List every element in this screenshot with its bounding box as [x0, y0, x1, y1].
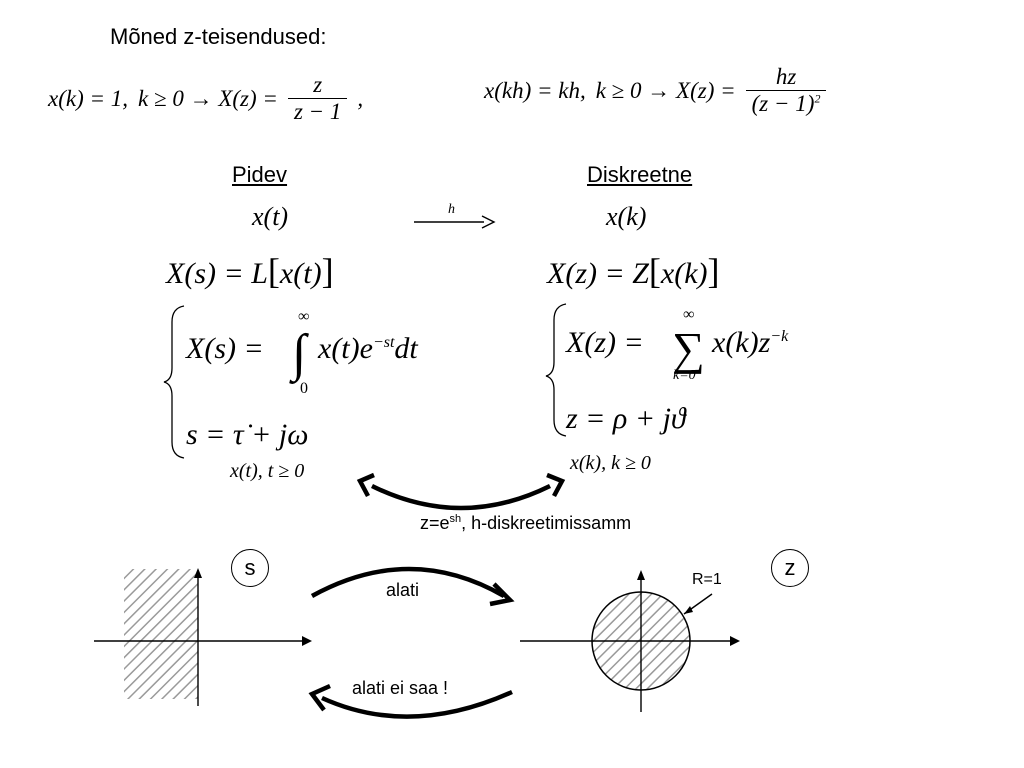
page-title: Mõned z-teisendused: [110, 24, 327, 49]
backward-arrow [308, 683, 513, 719]
mapping-relation-exp: sh [449, 513, 462, 525]
formula-unit-step-trail: , [357, 85, 364, 111]
continuous-transform-op: X(s) = L [166, 257, 268, 290]
sampling-arrow [414, 215, 496, 229]
z-plane-diagram [520, 570, 740, 712]
z-plane-label: z [784, 555, 796, 580]
discrete-transform: X(z) = Z[x(k)] [547, 251, 720, 291]
discrete-summand: x(k)z [712, 326, 771, 359]
continuous-integrand: x(t)e [318, 332, 373, 365]
discrete-sum-upper: ∞ [683, 306, 695, 323]
formula-unit-step-num: z [313, 72, 323, 97]
mapping-relation: z=esh, h-diskreetimissamm [420, 513, 631, 534]
continuous-integral-upper: ∞ [298, 308, 310, 325]
discrete-transform-op: X(z) = Z [547, 257, 649, 290]
formula-unit-step: x(k) = 1, k ≥ 0 → X(z) = z z − 1 , [48, 72, 363, 125]
s-plane-diagram [94, 568, 312, 706]
s-plane-badge: s [231, 549, 269, 587]
continuous-heading: Pidev [232, 162, 288, 187]
discrete-sum-lhs: X(z) = [566, 326, 644, 359]
integral-sign: ∫ [289, 325, 309, 384]
discrete-signal: x(k) [606, 202, 647, 231]
continuous-integrand-exp: −st [372, 334, 395, 351]
discrete-var-def: z = ρ + jϑ [566, 402, 686, 435]
continuous-brace [163, 305, 185, 459]
mapping-double-arrow [356, 472, 566, 511]
mapping-relation-rest: , h-diskreetimissamm [461, 513, 632, 533]
discrete-brace [545, 303, 567, 437]
continuous-integral-lower: 0 [300, 380, 308, 397]
formula-ramp-fraction: hz (z − 1)2 [745, 64, 827, 117]
radius-label: R=1 [692, 571, 722, 588]
continuous-integral-lhs: X(s) = [186, 332, 264, 365]
formula-ramp: x(kh) = kh, k ≥ 0 → X(z) = hz (z − 1)2 [484, 64, 827, 117]
discrete-summand-wrap: x(k)z−k [712, 326, 788, 360]
formula-unit-step-cond: k ≥ 0 → X(z) = [138, 85, 278, 111]
backward-label: alati ei saa ! [352, 678, 449, 698]
formula-unit-step-lhs: x(k) = 1, [48, 85, 129, 111]
sampling-arrow-label: h [448, 202, 455, 217]
forward-label: alati [386, 580, 420, 600]
discrete-summand-exp: −k [770, 328, 789, 345]
sum-sign: ∑ [672, 323, 705, 374]
formula-unit-step-fraction: z z − 1 [287, 72, 348, 125]
discrete-transform-arg: x(k) [660, 257, 708, 290]
continuous-signal: x(t) [252, 202, 289, 231]
s-plane-label: s [244, 555, 256, 580]
formula-ramp-den-exp: 2 [814, 91, 821, 106]
discrete-condition: x(k), k ≥ 0 [570, 452, 651, 474]
continuous-condition: x(t), t ≥ 0 [230, 460, 305, 482]
forward-arrow [310, 566, 515, 607]
formula-ramp-lhs: x(kh) = kh, [484, 77, 586, 103]
formula-ramp-den-wrap: (z − 1)2 [745, 90, 827, 117]
continuous-differential: dt [394, 332, 418, 365]
formula-ramp-num: hz [775, 64, 797, 89]
continuous-var-def: s = τ̇ + jω [186, 418, 309, 451]
formula-ramp-cond: k ≥ 0 → X(z) = [595, 77, 736, 103]
continuous-transform-arg: x(t) [279, 257, 322, 290]
discrete-heading: Diskreetne [587, 162, 693, 187]
discrete-sum-lower: k=0 [673, 368, 696, 383]
continuous-integrand-wrap: x(t)e−stdt [318, 332, 418, 366]
z-plane-badge: z [771, 549, 809, 587]
mapping-relation-base: z=e [420, 513, 450, 533]
formula-unit-step-den: z − 1 [287, 98, 348, 125]
formula-ramp-den: (z − 1) [751, 91, 815, 116]
continuous-transform: X(s) = L[x(t)] [166, 251, 334, 291]
s-plane-stable-region [124, 569, 198, 699]
